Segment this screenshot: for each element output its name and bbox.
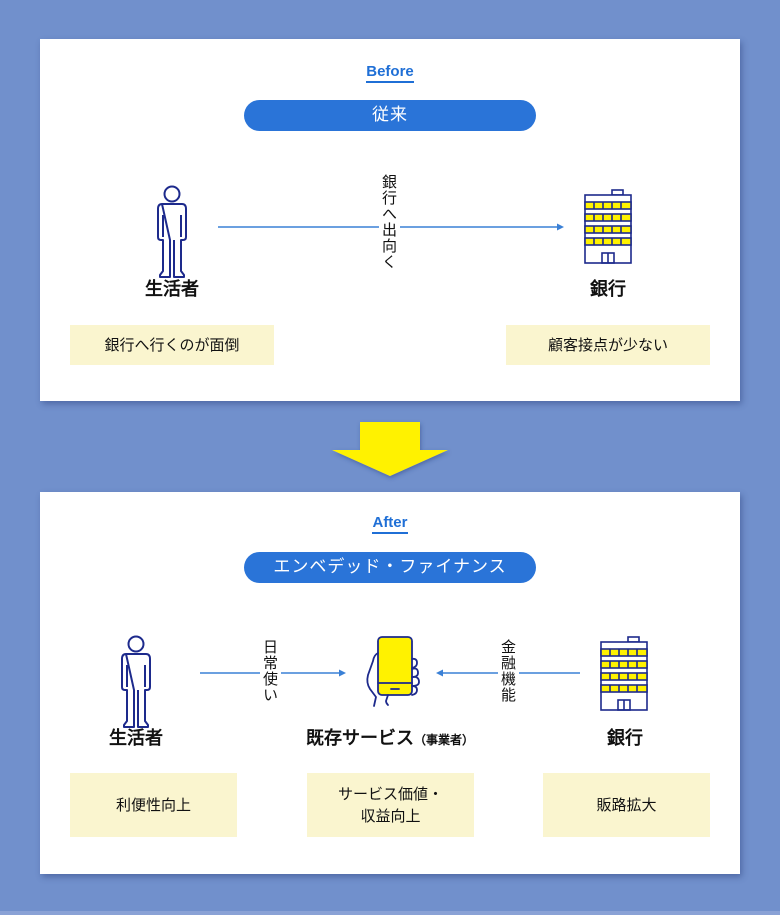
- before-flow-label: 銀行へ出向く: [379, 172, 400, 272]
- before-title-pill: 従来: [244, 100, 536, 131]
- after-bank-label: 銀行: [607, 728, 643, 749]
- after-bank-note: 販路拡大: [543, 773, 710, 837]
- before-card: Before 従来 生活者 銀行へ出向く: [40, 39, 740, 401]
- before-tag: Before: [40, 63, 740, 83]
- person-icon: [157, 185, 187, 278]
- before-consumer-label: 生活者: [145, 279, 199, 300]
- bottom-strip: [0, 911, 780, 915]
- before-bank-note: 顧客接点が少ない: [506, 325, 710, 365]
- after-title-pill: エンベデッド・ファイナンス: [244, 552, 536, 583]
- bank-building-icon: [600, 636, 648, 711]
- after-consumer-label: 生活者: [109, 728, 163, 749]
- person-icon: [121, 635, 151, 728]
- bank-building-icon: [584, 189, 632, 264]
- before-bank-label: 銀行: [590, 279, 626, 300]
- after-tag: After: [40, 514, 740, 534]
- after-flow-left-label: 日常使い: [260, 637, 281, 705]
- after-service-label: 既存サービス（事業者）: [305, 728, 474, 749]
- after-service-note: サービス価値・収益向上: [307, 773, 474, 837]
- after-consumer-note: 利便性向上: [70, 773, 237, 837]
- after-flow-right-label: 金融機能: [498, 637, 519, 705]
- down-arrow-icon: [332, 422, 448, 476]
- smartphone-hand-icon: [366, 636, 420, 707]
- after-card: After エンベデッド・ファイナンス 生活者 日常使い 既存サービス（事業者）: [40, 492, 740, 874]
- before-consumer-note: 銀行へ行くのが面倒: [70, 325, 274, 365]
